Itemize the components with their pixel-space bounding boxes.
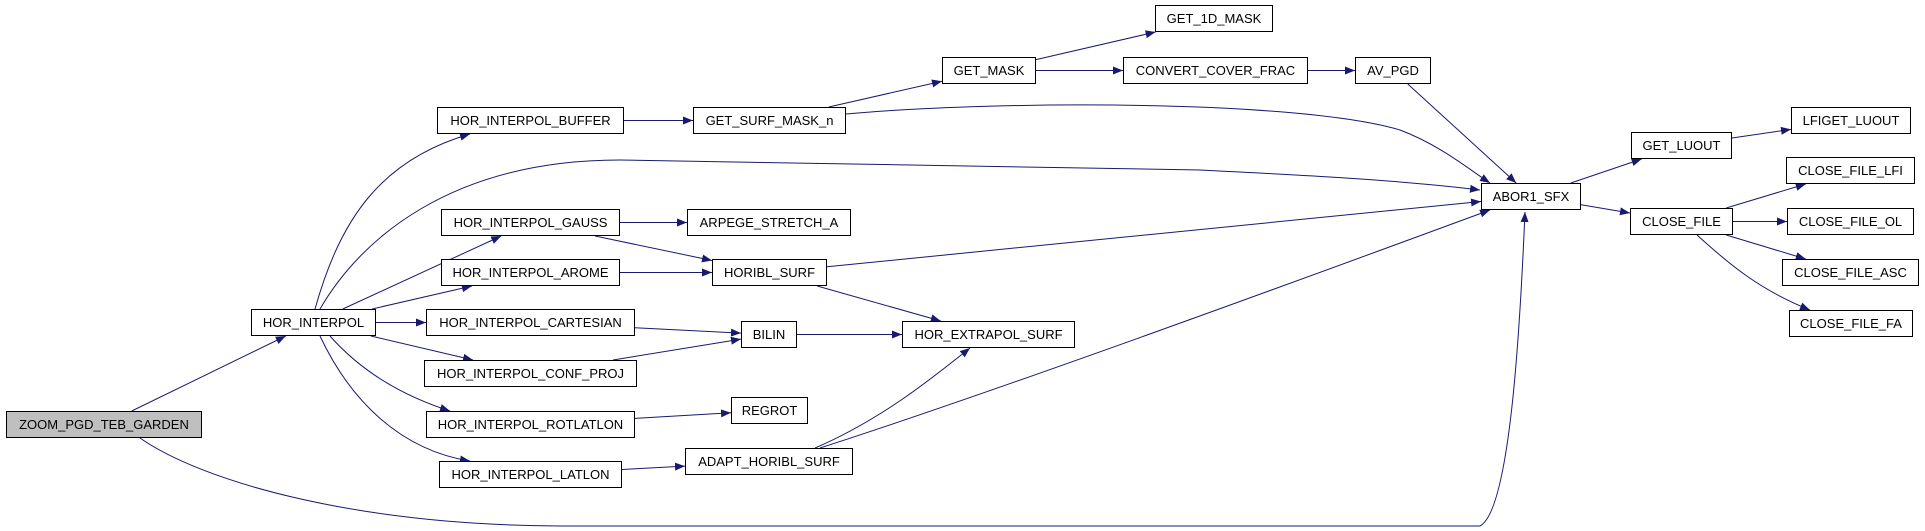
- node-label: HOR_INTERPOL_LATLON: [451, 467, 610, 482]
- edge-horibl-surf-to-hor-extrapol-surf: [817, 285, 941, 323]
- node-horibl-surf[interactable]: HORIBL_SURF: [712, 259, 827, 286]
- edge-get-surf-mask-n-to-abor1-sfx: [845, 104, 1491, 184]
- node-hor-interpol-latlon[interactable]: HOR_INTERPOL_LATLON: [439, 461, 622, 488]
- node-close-file-ol[interactable]: CLOSE_FILE_OL: [1787, 208, 1914, 235]
- edge-adapt-horibl-surf-to-abor1-sfx: [819, 209, 1491, 449]
- edge-av-pgd-to-abor1-sfx: [1407, 83, 1517, 184]
- edge-horibl-surf-to-abor1-sfx: [826, 198, 1482, 268]
- node-label: CLOSE_FILE_OL: [1798, 214, 1903, 229]
- node-get-1d-mask[interactable]: GET_1D_MASK: [1155, 5, 1273, 32]
- edge-get-surf-mask-n-to-get-mask: [828, 79, 943, 108]
- node-get-luout[interactable]: GET_LUOUT: [1631, 132, 1732, 159]
- node-label: HORIBL_SURF: [723, 265, 816, 280]
- node-label: GET_MASK: [953, 63, 1025, 78]
- node-label: HOR_INTERPOL_CARTESIAN: [439, 315, 622, 330]
- node-label: HOR_INTERPOL: [262, 315, 365, 330]
- node-label: LFIGET_LUOUT: [1802, 113, 1900, 128]
- node-label: ARPEGE_STRETCH_A: [699, 215, 839, 230]
- node-hor-interpol-conf-proj[interactable]: HOR_INTERPOL_CONF_PROJ: [424, 360, 637, 387]
- node-close-file[interactable]: CLOSE_FILE: [1630, 208, 1733, 235]
- node-get-mask[interactable]: GET_MASK: [942, 57, 1036, 84]
- edge-get-mask-to-get-1d-mask: [1035, 30, 1156, 61]
- node-label: GET_SURF_MASK_n: [705, 113, 834, 128]
- edge-adapt-horibl-surf-to-hor-extrapol-surf: [814, 347, 971, 449]
- node-label: HOR_INTERPOL_BUFFER: [450, 113, 611, 128]
- node-label: CLOSE_FILE: [1642, 214, 1721, 229]
- edge-close-file-to-close-file-asc: [1726, 234, 1806, 260]
- edge-hor-interpol-to-hor-interpol-rotlatlon: [329, 335, 451, 412]
- node-hor-interpol-rotlatlon[interactable]: HOR_INTERPOL_ROTLATLON: [426, 411, 635, 438]
- node-label: GET_LUOUT: [1642, 138, 1721, 153]
- node-abor1-sfx[interactable]: ABOR1_SFX: [1481, 183, 1581, 210]
- node-label: CLOSE_FILE_ASC: [1794, 265, 1907, 280]
- node-close-file-lfi[interactable]: CLOSE_FILE_LFI: [1786, 157, 1915, 184]
- node-convert-cover-frac[interactable]: CONVERT_COVER_FRAC: [1123, 57, 1308, 84]
- node-adapt-horibl-surf[interactable]: ADAPT_HORIBL_SURF: [685, 448, 853, 475]
- edge-hor-interpol-to-abor1-sfx: [319, 159, 1481, 310]
- node-label: ADAPT_HORIBL_SURF: [698, 454, 840, 469]
- edge-hor-interpol-rotlatlon-to-regrot: [634, 409, 732, 419]
- edge-hor-interpol-cartesian-to-bilin: [634, 327, 742, 337]
- node-label: HOR_INTERPOL_GAUSS: [453, 215, 608, 230]
- node-lfiget-luout[interactable]: LFIGET_LUOUT: [1791, 107, 1911, 134]
- node-hor-extrapol-surf[interactable]: HOR_EXTRAPOL_SURF: [902, 321, 1075, 348]
- node-close-file-fa[interactable]: CLOSE_FILE_FA: [1789, 310, 1913, 337]
- node-av-pgd[interactable]: AV_PGD: [1355, 57, 1431, 84]
- edge-hor-interpol-to-hor-interpol-arome: [371, 284, 473, 310]
- node-label: GET_1D_MASK: [1166, 11, 1262, 26]
- node-label: AV_PGD: [1367, 63, 1419, 78]
- node-label: HOR_INTERPOL_AROME: [452, 265, 609, 280]
- node-label: CLOSE_FILE_LFI: [1798, 163, 1903, 178]
- edge-hor-interpol-latlon-to-adapt-horibl-surf: [621, 462, 686, 471]
- node-label: CLOSE_FILE_FA: [1800, 316, 1902, 331]
- edge-zoom-pgd-teb-garden-to-abor1-sfx: [139, 211, 1529, 527]
- node-close-file-asc[interactable]: CLOSE_FILE_ASC: [1782, 259, 1919, 286]
- edge-get-luout-to-lfiget-luout: [1731, 126, 1792, 139]
- node-label: HOR_INTERPOL_CONF_PROJ: [436, 366, 625, 381]
- node-hor-interpol-buffer[interactable]: HOR_INTERPOL_BUFFER: [437, 107, 624, 134]
- node-label: CONVERT_COVER_FRAC: [1135, 63, 1296, 78]
- edge-hor-interpol-to-hor-interpol-latlon: [319, 335, 471, 464]
- node-hor-interpol-arome[interactable]: HOR_INTERPOL_AROME: [441, 259, 620, 286]
- node-arpege-stretch-a[interactable]: ARPEGE_STRETCH_A: [687, 209, 851, 236]
- node-hor-interpol[interactable]: HOR_INTERPOL: [251, 309, 376, 336]
- node-label: HOR_INTERPOL_ROTLATLON: [437, 417, 624, 432]
- edge-hor-interpol-to-hor-interpol-conf-proj: [370, 335, 474, 362]
- edge-hor-interpol-to-hor-interpol-gauss: [342, 235, 502, 310]
- edge-hor-interpol-conf-proj-to-bilin: [612, 336, 742, 361]
- edge-zoom-pgd-teb-garden-to-hor-interpol: [131, 335, 286, 412]
- node-label: HOR_EXTRAPOL_SURF: [914, 327, 1063, 342]
- node-label: BILIN: [752, 327, 786, 342]
- node-label: ABOR1_SFX: [1492, 189, 1570, 204]
- node-label: REGROT: [741, 403, 798, 418]
- node-regrot[interactable]: REGROT: [731, 397, 808, 424]
- edge-close-file-to-close-file-lfi: [1726, 183, 1806, 209]
- node-bilin[interactable]: BILIN: [741, 321, 797, 348]
- edge-close-file-to-close-file-fa: [1696, 234, 1811, 311]
- edge-hor-interpol-to-hor-interpol-buffer: [314, 132, 471, 310]
- node-zoom-pgd-teb-garden: ZOOM_PGD_TEB_GARDEN: [6, 411, 202, 438]
- edge-hor-interpol-gauss-to-horibl-surf: [594, 235, 713, 263]
- node-hor-interpol-gauss[interactable]: HOR_INTERPOL_GAUSS: [441, 209, 620, 236]
- edge-abor1-sfx-to-close-file: [1580, 204, 1631, 216]
- node-hor-interpol-cartesian[interactable]: HOR_INTERPOL_CARTESIAN: [426, 309, 635, 336]
- edge-abor1-sfx-to-get-luout: [1570, 158, 1642, 184]
- node-label: ZOOM_PGD_TEB_GARDEN: [19, 417, 189, 432]
- node-get-surf-mask-n[interactable]: GET_SURF_MASK_n: [693, 107, 846, 134]
